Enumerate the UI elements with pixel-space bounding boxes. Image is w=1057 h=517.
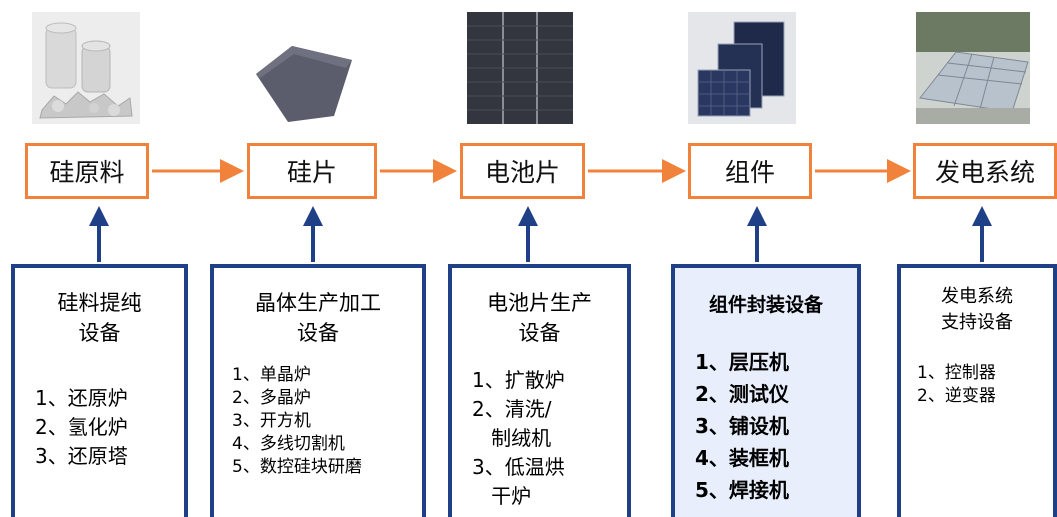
silicon-raw-material-photo xyxy=(32,12,140,124)
list-item: 5、数控硅块研磨 xyxy=(232,457,362,477)
list-item: 2、氢化炉 xyxy=(35,415,128,439)
equipment-box-crystal-processing: 晶体生产加工 设备 1、单晶炉 2、多晶炉 3、开方机 4、多线切割机 5、数控… xyxy=(210,264,426,517)
list-item: 2、多晶炉 xyxy=(232,388,311,408)
equipment-title-line: 发电系统 xyxy=(941,286,1013,307)
stage-label: 硅片 xyxy=(286,158,337,187)
stage-module: 组件 xyxy=(688,143,812,199)
equipment-list: 1、控制器 2、逆变器 xyxy=(917,362,1053,408)
equipment-box-silicon-purification: 硅料提纯 设备 1、还原炉 2、氢化炉 3、还原塔 xyxy=(11,264,188,517)
list-item: 4、多线切割机 xyxy=(232,434,345,454)
equipment-title: 晶体生产加工 设备 xyxy=(214,288,422,348)
stage-label: 硅原料 xyxy=(49,158,125,187)
list-item: 制绒机 xyxy=(472,426,552,450)
list-item: 1、层压机 xyxy=(695,350,789,374)
stage-label: 电池片 xyxy=(484,158,560,187)
equipment-box-module-packaging: 组件封装设备 1、层压机 2、测试仪 3、铺设机 4、装框机 5、焊接机 xyxy=(671,264,861,517)
power-generation-system-photo xyxy=(916,12,1030,124)
solar-module-photo xyxy=(688,12,796,124)
list-item: 2、逆变器 xyxy=(917,386,996,406)
equipment-list: 1、单晶炉 2、多晶炉 3、开方机 4、多线切割机 5、数控硅块研磨 xyxy=(232,364,422,479)
stage-label: 组件 xyxy=(724,158,775,187)
solar-cell-photo xyxy=(467,12,573,124)
list-item: 5、焊接机 xyxy=(695,478,789,502)
list-item: 3、低温烘 xyxy=(472,455,565,479)
equipment-title-line: 硅料提纯 xyxy=(57,291,142,315)
stage-power-system: 发电系统 xyxy=(913,143,1057,199)
equipment-title-line: 电池片生产 xyxy=(487,291,592,315)
equipment-box-cell-production: 电池片生产 设备 1、扩散炉 2、清洗/ 制绒机 3、低温烘 干炉 xyxy=(448,264,631,517)
stage-silicon-wafer: 硅片 xyxy=(247,143,377,199)
list-item: 1、单晶炉 xyxy=(232,365,311,385)
equipment-title: 发电系统 支持设备 xyxy=(901,284,1053,336)
equipment-box-system-support: 发电系统 支持设备 1、控制器 2、逆变器 xyxy=(897,264,1057,517)
list-item: 3、还原塔 xyxy=(35,444,128,468)
equipment-list: 1、扩散炉 2、清洗/ 制绒机 3、低温烘 干炉 xyxy=(472,366,627,511)
equipment-title-line: 组件封装设备 xyxy=(708,294,823,316)
list-item: 3、开方机 xyxy=(232,411,311,431)
equipment-title: 组件封装设备 xyxy=(675,290,857,320)
equipment-list: 1、层压机 2、测试仪 3、铺设机 4、装框机 5、焊接机 xyxy=(695,346,857,506)
silicon-wafer-photo xyxy=(248,12,356,124)
stage-label: 发电系统 xyxy=(934,158,1035,187)
equipment-title-line: 设备 xyxy=(297,321,339,345)
equipment-title-line: 晶体生产加工 xyxy=(255,291,381,315)
stage-solar-cell: 电池片 xyxy=(460,143,585,199)
list-item: 干炉 xyxy=(472,484,532,508)
list-item: 4、装框机 xyxy=(695,446,789,470)
list-item: 2、清洗/ xyxy=(472,397,552,421)
equipment-title-line: 设备 xyxy=(518,321,561,345)
equipment-title-line: 支持设备 xyxy=(941,312,1013,333)
vertical-arrows xyxy=(89,206,992,262)
stage-silicon-raw-material: 硅原料 xyxy=(25,143,149,199)
equipment-list: 1、还原炉 2、氢化炉 3、还原塔 xyxy=(35,384,184,471)
list-item: 1、还原炉 xyxy=(35,386,128,410)
list-item: 2、测试仪 xyxy=(695,382,789,406)
list-item: 3、铺设机 xyxy=(695,414,789,438)
equipment-title-line: 设备 xyxy=(78,321,121,345)
list-item: 1、扩散炉 xyxy=(472,368,565,392)
equipment-title: 硅料提纯 设备 xyxy=(15,288,184,348)
equipment-title: 电池片生产 设备 xyxy=(452,288,627,348)
list-item: 1、控制器 xyxy=(917,363,996,383)
